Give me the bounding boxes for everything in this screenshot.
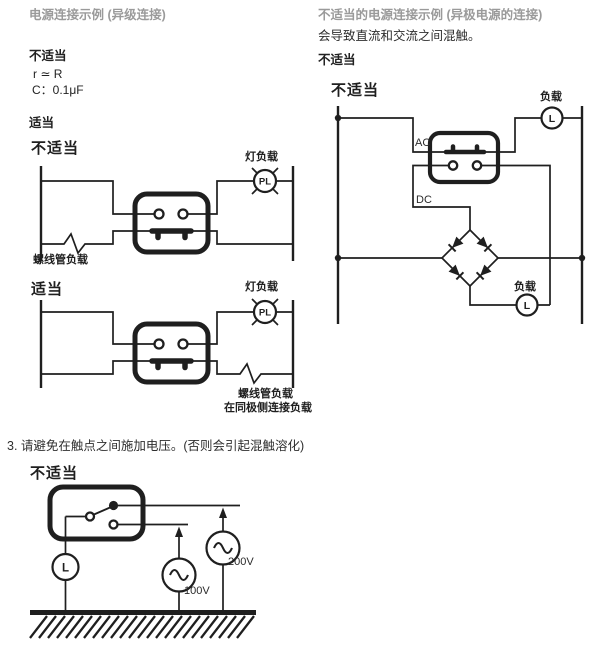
arrow-up-icon (175, 526, 183, 537)
diagram-proper-connection: PL (39, 298, 295, 388)
junction-dot (334, 114, 342, 122)
lamp-circle (252, 168, 278, 194)
load-circle (540, 106, 564, 130)
load-symbol-text: L (524, 300, 531, 312)
solenoid-load-label: 螺线管负载 (33, 254, 88, 266)
wire (484, 117, 542, 153)
right-section-subtext: 会导致直流和交流之间混触。 (318, 29, 481, 43)
relay-contact-feet (450, 144, 480, 154)
relay-body (427, 130, 501, 185)
relay-body (132, 321, 211, 385)
diode-icon (447, 236, 464, 253)
sine-icon (213, 541, 233, 555)
relay-terminal (177, 208, 189, 220)
switch-arm (92, 506, 111, 516)
diagram1-title: 不适当 (31, 140, 80, 157)
diode-icon (475, 264, 492, 281)
wire (192, 230, 293, 245)
improper-label: 不适当 (318, 53, 356, 67)
lamp-load-label: 灯负载 (245, 151, 278, 163)
load-symbol-bottom: L (515, 293, 539, 317)
junction-dot (334, 254, 342, 262)
ground-hatching (29, 615, 255, 639)
ac-source-100v (161, 526, 197, 613)
solenoid-load-label: 螺线管负载 (238, 388, 293, 400)
relay-terminal (153, 208, 165, 220)
diagram2-title: 适当 (31, 281, 64, 298)
wire (41, 180, 155, 215)
load-symbol-text: L (62, 563, 69, 575)
diagram-mixed-polarity: L L (334, 106, 586, 324)
switch-contact (108, 519, 119, 530)
ac-wire (338, 117, 446, 153)
proper-label: 适当 (29, 116, 55, 130)
ac-source-200v (205, 507, 241, 613)
switch-contact-closed (108, 500, 119, 511)
source-100v-label: 100V (184, 585, 210, 597)
wire (187, 180, 254, 215)
relay-terminal (471, 160, 483, 171)
load-circle (51, 552, 80, 582)
sine-icon (169, 568, 189, 582)
load-top-label: 负载 (540, 91, 562, 103)
lamp-symbol: PL (251, 298, 279, 326)
relay-terminal (447, 160, 459, 171)
lamp-load-label: 灯负载 (245, 281, 278, 293)
relay-contact-feet (155, 359, 188, 371)
diode-icon (476, 236, 493, 253)
dc-wire (412, 164, 471, 230)
switch-contact (84, 511, 96, 522)
dc-label: DC (416, 194, 432, 206)
lamp-circle (252, 299, 278, 325)
load-bottom-label: 负载 (514, 281, 536, 293)
relay-body (132, 191, 211, 255)
wire (41, 311, 155, 345)
diode-icon (448, 264, 465, 281)
diagram-improper-connection: PL (39, 166, 295, 261)
bottom-diagram-title: 不适当 (30, 465, 79, 482)
wire (41, 360, 152, 375)
right-section-header: 不适当的电源连接示例 (异极电源的连接) (318, 8, 543, 22)
formula-line-1: r ≃ R (33, 67, 63, 81)
left-section-header: 电源连接示例 (异级连接) (29, 8, 166, 22)
item3-text: 3. 请避免在触点之间施加电压。(否则会引起混触溶化) (7, 439, 305, 453)
ac-label: AC (415, 137, 431, 149)
load-symbol-top: L (540, 106, 564, 130)
load-symbol: L (51, 552, 80, 582)
right-diagram-title: 不适当 (331, 82, 380, 99)
source-200v-label: 200V (228, 556, 254, 568)
same-pole-note: 在同极侧连接负载 (224, 402, 312, 414)
diagram-voltage-between-contacts: L (29, 484, 256, 639)
relay-terminal (153, 338, 165, 350)
formula-line-2: C：0.1μF (32, 83, 84, 97)
solenoid-load-wire (192, 360, 293, 385)
junction-dot (578, 254, 586, 262)
improper-label: 不适当 (29, 49, 67, 63)
wire (469, 286, 550, 306)
wire (187, 311, 254, 345)
solenoid-load-wire (41, 230, 152, 255)
relay-terminal (177, 338, 189, 350)
load-symbol-text: L (549, 113, 556, 125)
diode-bridge-diamond (440, 228, 500, 288)
load-circle (515, 293, 539, 317)
lamp-symbol-text: PL (259, 177, 271, 188)
arrow-up-icon (219, 507, 227, 518)
lamp-symbol: PL (251, 167, 279, 195)
lamp-symbol-text: PL (259, 308, 271, 319)
relay-contact-feet (155, 229, 188, 241)
